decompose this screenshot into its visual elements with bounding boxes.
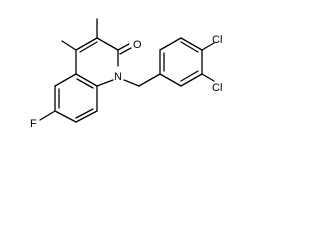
fluorine-atom-label: F [30, 118, 37, 130]
bond [75, 110, 98, 123]
bond [96, 37, 119, 51]
bond [123, 79, 140, 87]
bond [79, 41, 98, 53]
bond [138, 73, 161, 87]
bond [54, 73, 77, 87]
bond [61, 40, 77, 51]
bond [201, 73, 215, 82]
bond [180, 37, 203, 51]
bond [119, 47, 132, 55]
bond [180, 41, 199, 53]
nitrogen-atom-label: N [114, 71, 122, 83]
bond [117, 43, 130, 51]
bond [75, 37, 98, 51]
bond [201, 42, 215, 51]
bond-lines [39, 18, 215, 123]
bond [180, 70, 199, 82]
oxygen-atom-label: O [133, 39, 142, 51]
bond [159, 37, 182, 51]
bond [96, 79, 114, 87]
bond [180, 73, 203, 87]
bond [75, 108, 94, 119]
bond [76, 78, 94, 89]
bond [75, 73, 98, 87]
atom-labels: O N F Cl Cl [30, 34, 222, 130]
bond [159, 73, 182, 87]
chlorine-atom-label-top: Cl [212, 34, 222, 46]
molecule-structure-diagram: O N F Cl Cl [30, 18, 222, 130]
bond [39, 110, 56, 121]
chlorine-atom-label-bottom: Cl [212, 82, 222, 94]
bond [54, 110, 77, 123]
